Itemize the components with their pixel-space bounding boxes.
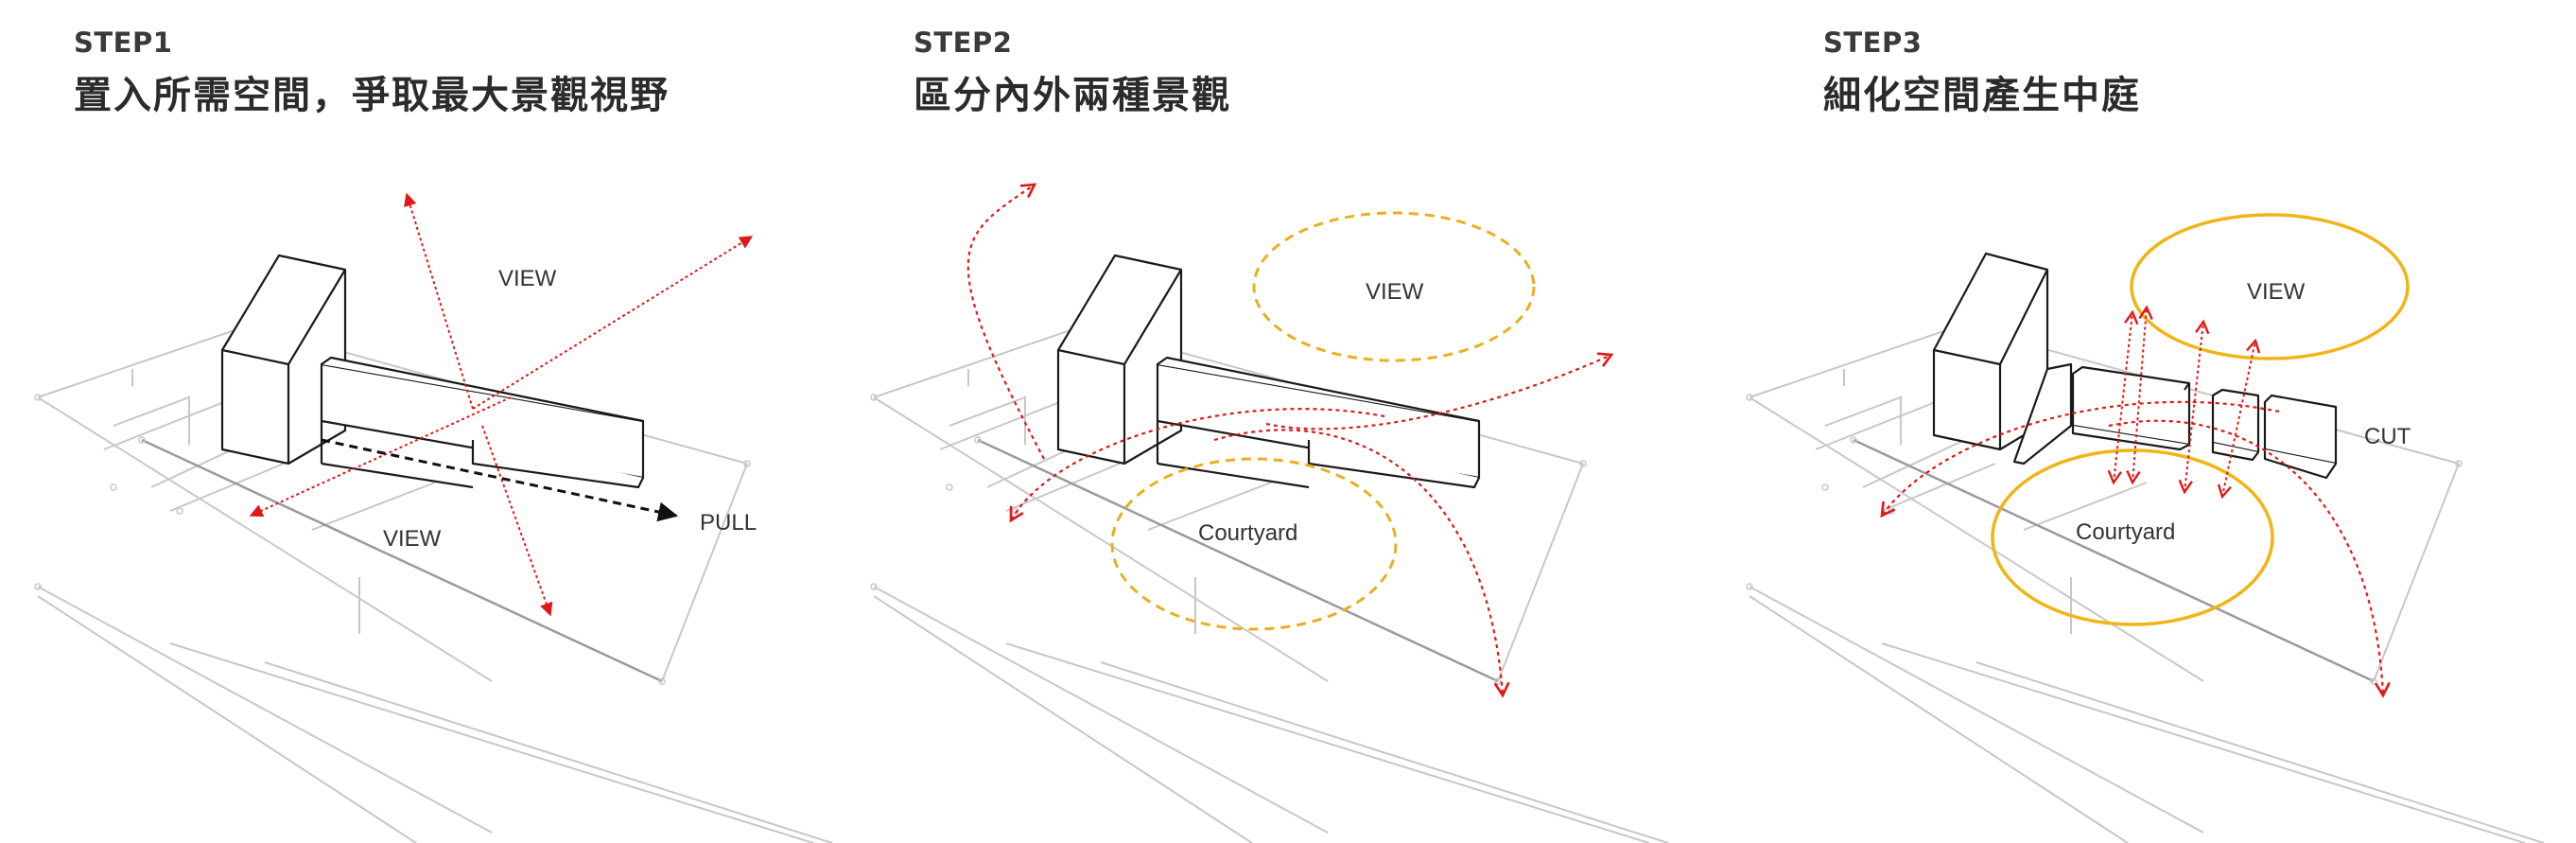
step3-view-label: VIEW <box>2247 279 2306 305</box>
step3-label: STEP3 <box>1823 26 1923 59</box>
step3-title: 細化空間產生中庭 <box>1823 74 2141 117</box>
step1-view-bottom-label: VIEW <box>383 526 442 552</box>
step3-cut-label: CUT <box>2364 424 2411 449</box>
step1-view-top-label: VIEW <box>498 266 557 291</box>
step3-courtyard-label: Courtyard <box>2076 519 2175 545</box>
step2-label: STEP2 <box>914 26 1013 59</box>
step2-view-ellipse <box>1252 211 1536 362</box>
step1-diagram: VIEW VIEW PULL <box>33 192 834 843</box>
step1-label: STEP1 <box>74 26 173 59</box>
step2-title: 區分內外兩種景觀 <box>914 74 1231 117</box>
step2-courtyard-ellipse <box>1110 457 1398 631</box>
step3-view-ellipse <box>2130 213 2410 360</box>
step3-diagram: VIEW Courtyard CUT <box>1745 213 2546 843</box>
step1-title: 置入所需空間，爭取最大景觀視野 <box>74 74 670 117</box>
step2-view-label: VIEW <box>1366 279 1424 305</box>
step2-courtyard-label: Courtyard <box>1198 520 1297 546</box>
step1-pull-label: PULL <box>700 510 757 536</box>
step2-diagram: VIEW Courtyard <box>869 183 1670 843</box>
